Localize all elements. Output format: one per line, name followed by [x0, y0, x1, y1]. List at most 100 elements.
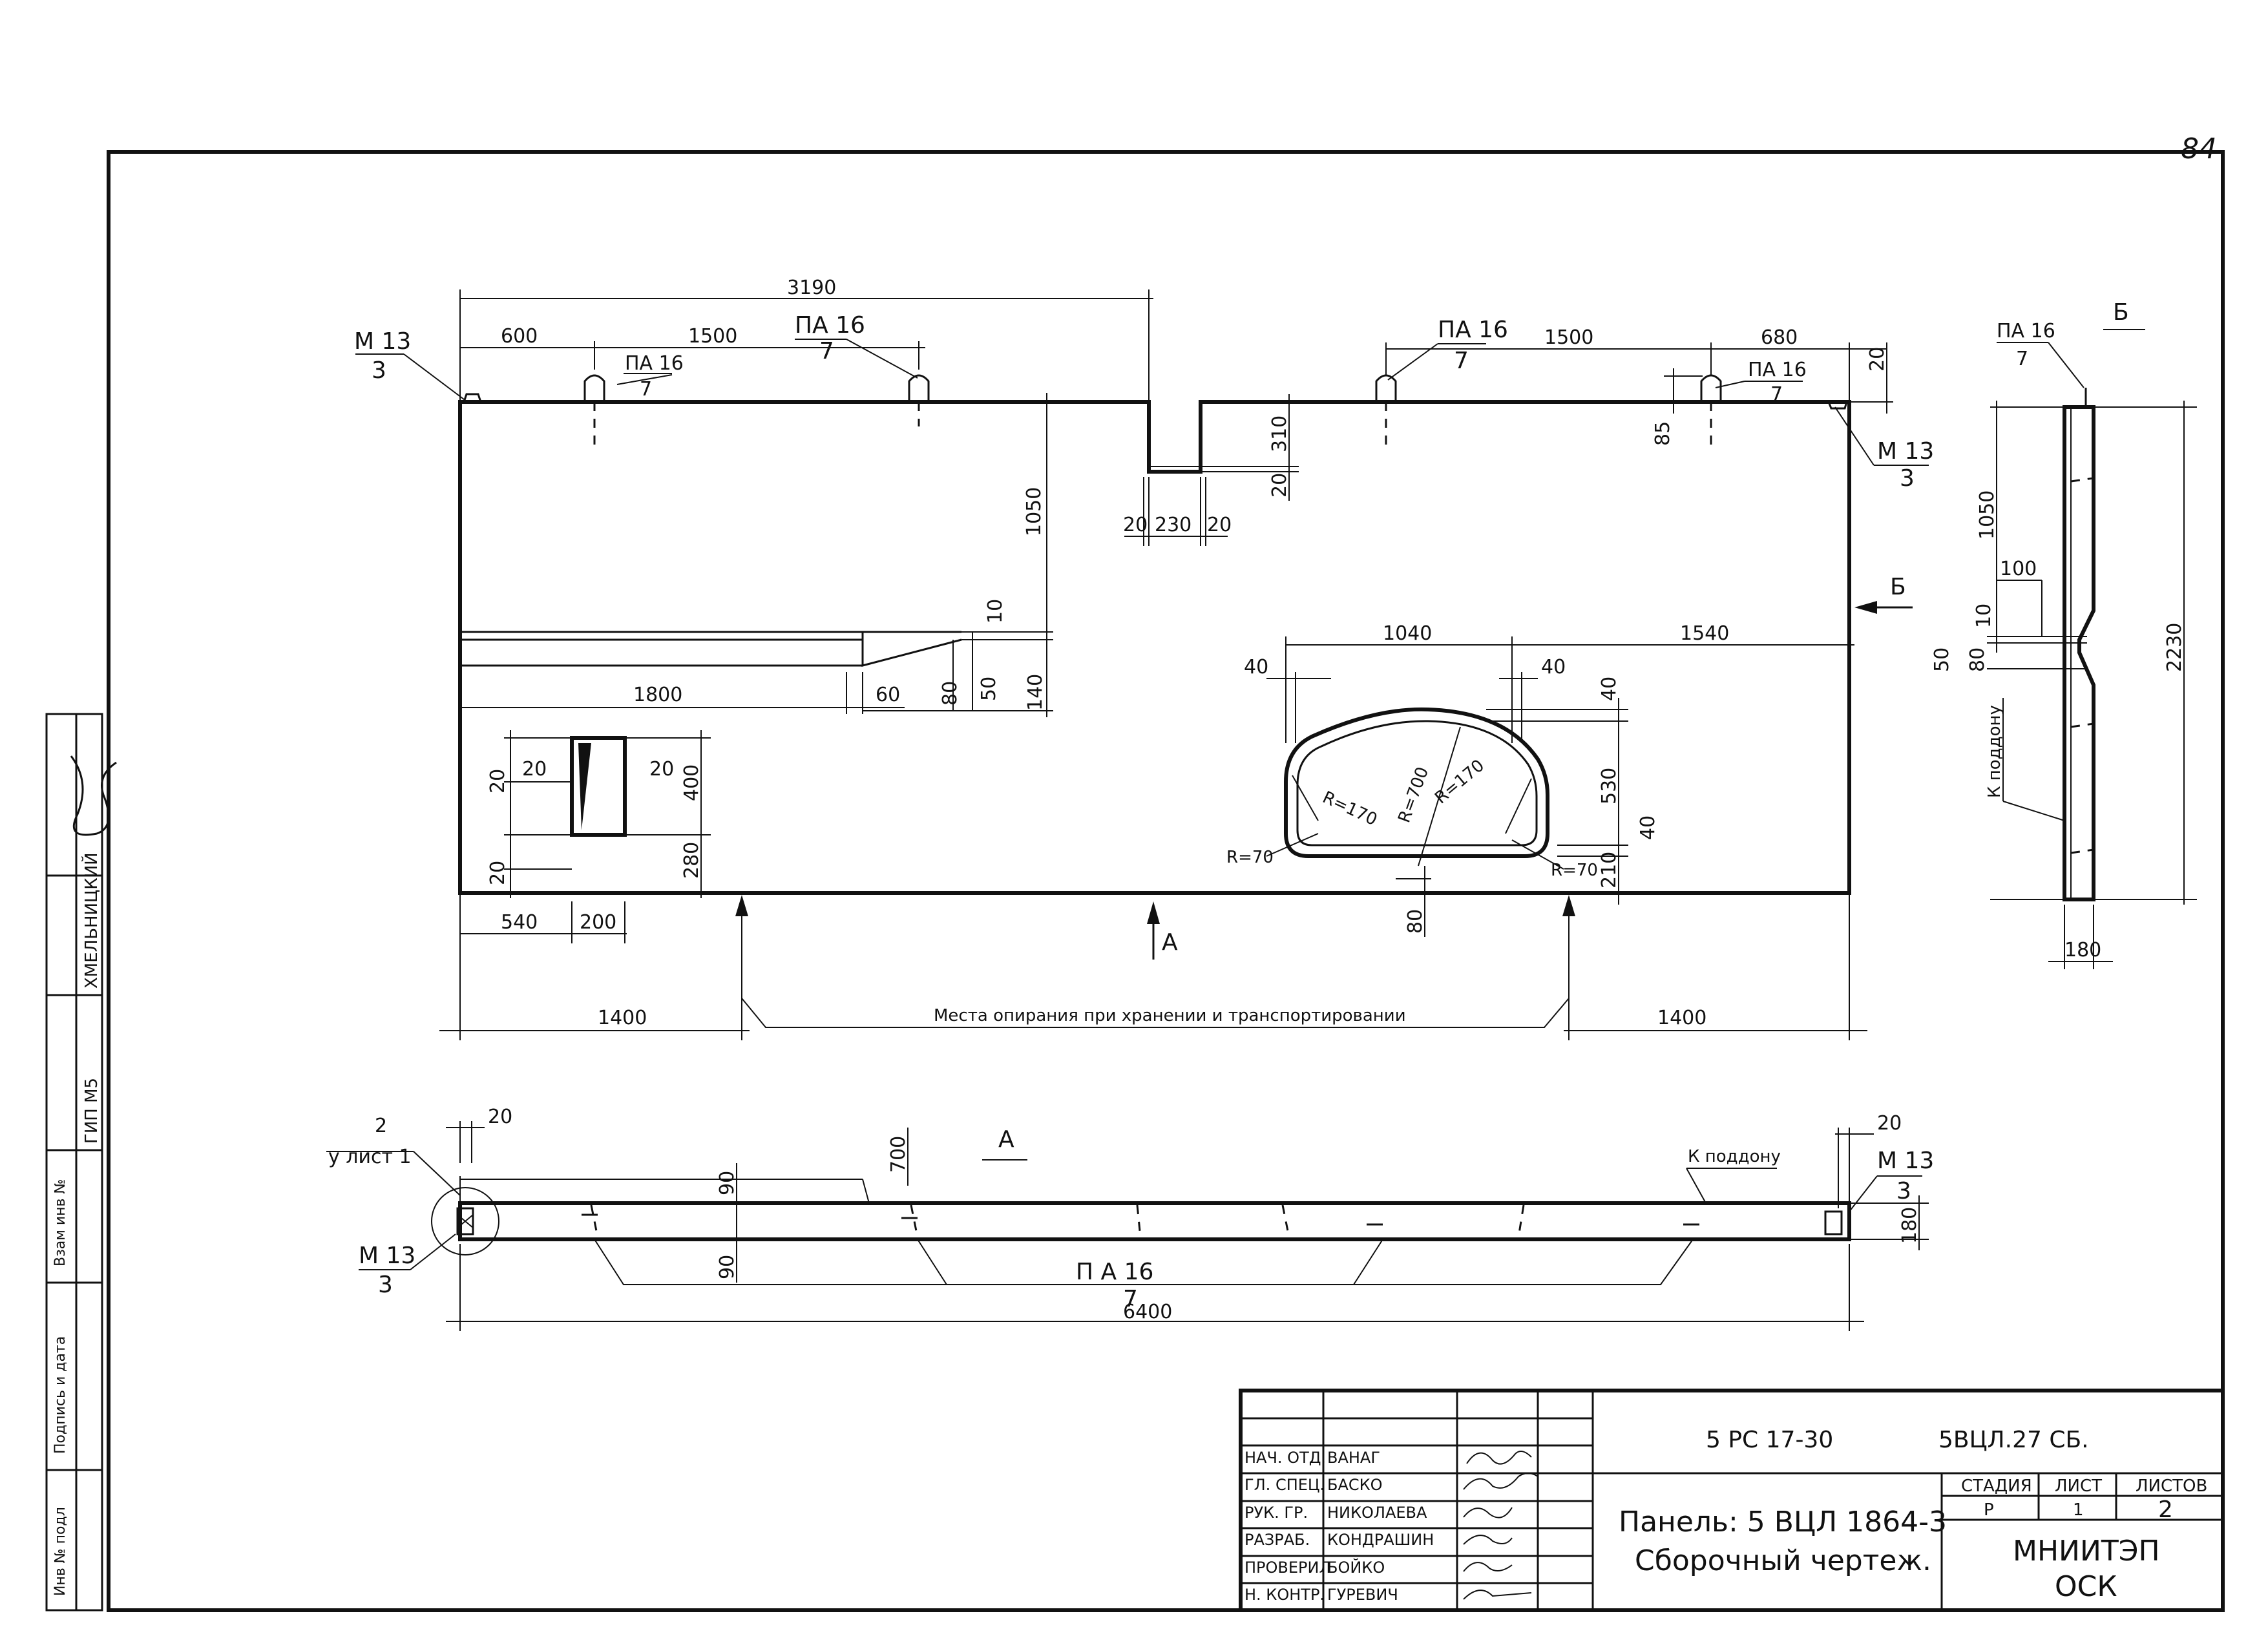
- dim-530: 530: [1598, 768, 1621, 804]
- margin-stamp: ХМЕЛЬНИЦКИЙ ГИП М5 Взам инв № Подпись и …: [45, 713, 117, 1612]
- tb-org-2: ОСК: [2055, 1570, 2117, 1603]
- dim-80-bottom: 80: [1404, 909, 1427, 934]
- plan-20-left: 20: [488, 1106, 512, 1128]
- dim-20-w1: 20: [487, 769, 509, 793]
- dim-680: 680: [1761, 326, 1798, 349]
- dim-r70-left: R=70: [1226, 848, 1274, 867]
- dim-40-c: 40: [1598, 677, 1621, 701]
- dim-40-b: 40: [1541, 656, 1566, 678]
- plan-detail-circle: [431, 1187, 499, 1255]
- dim-1500-left: 1500: [688, 325, 737, 348]
- notch-dimensions: 310 20 20 230 20: [1123, 394, 1299, 546]
- arch-dimensions: 1040 1540 40 40 40 530 40 210 80: [1244, 622, 1854, 937]
- dim-140: 140: [1024, 674, 1047, 711]
- side-2230: 2230: [2163, 623, 2186, 672]
- view-b-mark: Б: [1890, 574, 1906, 600]
- dim-3190: 3190: [787, 277, 836, 299]
- plan-pa16-top: П А 16: [1076, 1259, 1153, 1285]
- pa16-2-bot: 7: [819, 338, 834, 364]
- dim-600: 600: [501, 325, 538, 348]
- plan-700: 700: [887, 1136, 910, 1173]
- dim-20-a: 20: [1123, 514, 1148, 536]
- dim-540: 540: [501, 911, 538, 934]
- tb-role-1: ГЛ. СПЕЦ.: [1244, 1476, 1325, 1494]
- page-number: 84: [2181, 132, 2217, 165]
- margin-inv: Инв № подл: [52, 1507, 68, 1596]
- dim-1540: 1540: [1680, 622, 1729, 645]
- pa16-4-bot: 7: [1770, 383, 1783, 406]
- tb-name-1: БАСКО: [1327, 1476, 1383, 1494]
- m13-right-top: М 13: [1877, 438, 1934, 465]
- plan-ref-top: 2: [375, 1115, 387, 1137]
- margin-vzam: Взам инв №: [52, 1179, 68, 1266]
- dim-r170-left: R=170: [1319, 788, 1380, 830]
- groove-dimensions: 1050 10 80 50 140 1800 60: [460, 393, 1060, 717]
- margin-podpis: Подпись и дата: [52, 1336, 68, 1454]
- lifting-loops: [583, 374, 1722, 452]
- dim-85: 85: [1652, 421, 1674, 446]
- tb-title-2: Сборочный чертеж.: [1635, 1544, 1931, 1577]
- side-view: Б ПА 16 7 2230 1050 10 50 80 100 К поддо…: [1931, 299, 2197, 969]
- dim-400: 400: [680, 764, 703, 801]
- small-opening: [570, 736, 627, 837]
- plan-view: А 20 20: [326, 1106, 1934, 1331]
- tb-role-3: РАЗРАБ.: [1244, 1531, 1310, 1549]
- dim-20-b: 20: [1207, 514, 1232, 536]
- support-dimensions: 1400 1400 Места опирания при хранении и …: [439, 893, 1867, 1040]
- dim-20-notch: 20: [1268, 473, 1291, 498]
- plan-m13-right-bot: 3: [1896, 1178, 1911, 1204]
- tb-sheets-label: ЛИСТОВ: [2136, 1476, 2207, 1496]
- front-view: R=170 R=700 R=170 R=70 R=70 3190: [354, 277, 1934, 1040]
- tb-name-3: КОНДРАШИН: [1327, 1531, 1434, 1549]
- tb-code-right: 5ВЦЛ.27 СБ.: [1938, 1427, 2089, 1453]
- dim-20-w4: 20: [487, 861, 509, 885]
- tb-role-2: РУК. ГР.: [1244, 1504, 1308, 1522]
- dim-310: 310: [1268, 415, 1291, 452]
- side-10: 10: [1973, 604, 1995, 628]
- margin-signature: [70, 755, 117, 836]
- dim-210: 210: [1598, 852, 1621, 888]
- front-marks: М 13 3 ПА 16 7 ПА 16 7 ПА 16 7 ПА 16 7 М…: [354, 312, 1934, 492]
- dim-1040: 1040: [1383, 622, 1432, 645]
- tb-role-4: ПРОВЕРИЛ: [1244, 1559, 1331, 1577]
- dim-r170-right: R=170: [1431, 756, 1488, 808]
- side-100: 100: [2000, 558, 2037, 580]
- tb-code-left: 5 РС 17-30: [1706, 1427, 1833, 1453]
- plan-180: 180: [1898, 1207, 1921, 1244]
- tb-stage: Р: [1984, 1500, 1994, 1520]
- plan-ref-bot: у лист 1: [328, 1146, 412, 1168]
- view-a-mark: А: [1162, 929, 1178, 956]
- plan-20-right: 20: [1877, 1112, 1902, 1135]
- title-block: 5 РС 17-30 5ВЦЛ.27 СБ. Панель: 5 ВЦЛ 186…: [1239, 1389, 2225, 1612]
- view-b-arrow: Б: [1854, 574, 1913, 614]
- dim-200: 200: [580, 911, 616, 934]
- dim-1050: 1050: [1023, 487, 1045, 536]
- dim-r700: R=700: [1394, 764, 1433, 825]
- dim-1400-right: 1400: [1657, 1007, 1706, 1029]
- groove: [460, 631, 962, 667]
- m13-left-bot: 3: [372, 357, 386, 384]
- dim-40-a: 40: [1244, 656, 1268, 678]
- tb-sheet: 1: [2073, 1500, 2084, 1520]
- plan-90-bot: 90: [716, 1255, 739, 1279]
- dim-60: 60: [876, 684, 900, 706]
- m13-right-bot: 3: [1900, 465, 1915, 492]
- side-pallet: К поддону: [1985, 705, 2004, 798]
- pa16-4-top: ПА 16: [1748, 359, 1807, 381]
- dim-280: 280: [680, 842, 703, 879]
- dim-r70-right: R=70: [1551, 861, 1598, 880]
- side-50: 50: [1931, 647, 1953, 672]
- plan-m13-left-top: М 13: [359, 1243, 415, 1269]
- pa16-2-top: ПА 16: [795, 312, 865, 339]
- tb-signatures: [1463, 1451, 1538, 1600]
- top-dimensions: 3190 600 1500 1500 680 20 85: [459, 277, 1893, 446]
- opening-dimensions: 20 20 20 400 280 20 540 200: [460, 730, 711, 943]
- side-pa16-top: ПА 16: [1997, 320, 2055, 342]
- margin-gip: ГИП М5: [82, 1078, 101, 1144]
- tb-role-0: НАЧ. ОТД.: [1244, 1449, 1326, 1467]
- plan-pallet: К поддону: [1688, 1147, 1781, 1166]
- plan-m13-right-top: М 13: [1877, 1148, 1934, 1174]
- dim-1800: 1800: [633, 684, 682, 706]
- plan-90-top: 90: [716, 1171, 739, 1195]
